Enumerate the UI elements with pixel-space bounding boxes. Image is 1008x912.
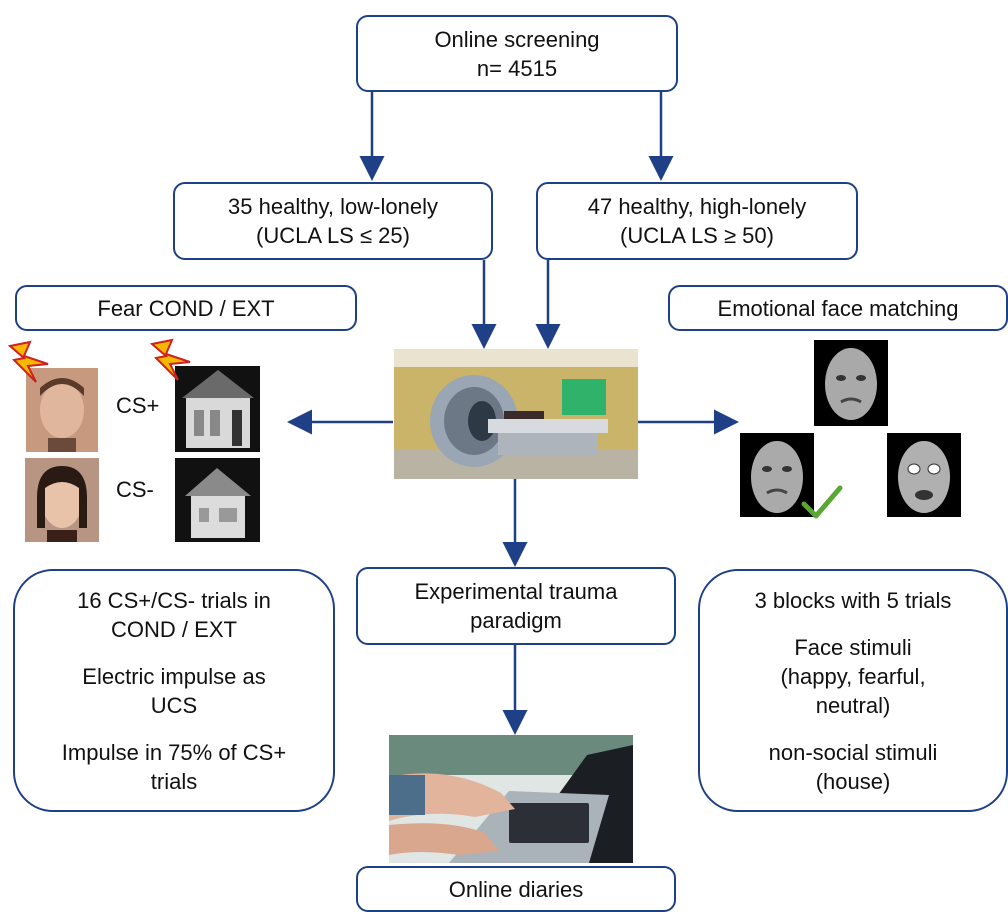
online-diaries-box: Online diaries (356, 866, 676, 912)
high-lonely-count: 47 healthy, high-lonely (587, 194, 807, 219)
distractor-face-image (887, 433, 961, 517)
trauma-paradigm-box: Experimental trauma paradigm (356, 567, 676, 645)
face-details-stimuli-line2: (happy, fearful, (780, 663, 926, 689)
face-details-box: 3 blocks with 5 trials Face stimuli (hap… (698, 569, 1008, 812)
lightning-icon (150, 338, 191, 381)
face-details-stimuli-line3: neutral) (815, 692, 891, 718)
fear-details-impulse-line1: Impulse in 75% of CS+ (61, 739, 287, 765)
lightning-icon (8, 340, 49, 383)
fear-cond-box: Fear COND / EXT (15, 285, 357, 331)
mri-scanner-image (394, 349, 638, 479)
online-screening-title: Online screening (434, 26, 600, 52)
trauma-paradigm-line2: paradigm (470, 608, 562, 633)
high-lonely-box: 47 healthy, high-lonely (UCLA LS ≥ 50) (536, 182, 858, 260)
fear-details-box: 16 CS+/CS- trials in COND / EXT Electric… (13, 569, 335, 812)
face-details-stimuli-line1: Face stimuli (794, 634, 912, 660)
high-lonely-criterion: (UCLA LS ≥ 50) (620, 223, 774, 248)
face-details-nonsocial-line2: (house) (815, 768, 891, 794)
online-diaries-label: Online diaries (448, 876, 584, 902)
face-details-blocks: 3 blocks with 5 trials (754, 587, 952, 613)
online-screening-n: n= 4515 (476, 55, 558, 81)
fear-details-ucs-line1: Electric impulse as (82, 663, 266, 689)
target-face-image (814, 340, 888, 426)
face-matching-label: Emotional face matching (717, 295, 959, 321)
face-details-nonsocial-line1: non-social stimuli (768, 739, 938, 765)
face-matching-box: Emotional face matching (668, 285, 1008, 331)
trauma-paradigm-line1: Experimental trauma (414, 579, 618, 604)
matching-face-image (740, 433, 814, 517)
fear-details-trials-line2: COND / EXT (111, 616, 237, 642)
cs-plus-label: CS+ (116, 393, 160, 418)
low-lonely-criterion: (UCLA LS ≤ 25) (256, 223, 410, 248)
low-lonely-box: 35 healthy, low-lonely (UCLA LS ≤ 25) (173, 182, 493, 260)
fear-details-trials-line1: 16 CS+/CS- trials in (77, 587, 271, 613)
low-lonely-count: 35 healthy, low-lonely (228, 194, 438, 219)
cs-minus-house-image (175, 458, 260, 542)
fear-details-ucs-line2: UCS (150, 692, 198, 718)
online-screening-box: Online screening n= 4515 (356, 15, 678, 92)
cs-minus-face-image (25, 458, 99, 542)
laptop-typing-image (389, 735, 633, 863)
cs-plus-face-image (8, 340, 98, 452)
fear-cond-label: Fear COND / EXT (97, 295, 275, 321)
fear-details-impulse-line2: trials (150, 768, 198, 794)
checkmark-icon (801, 485, 843, 519)
cs-minus-label: CS- (116, 477, 154, 502)
cs-plus-house-image (150, 338, 260, 452)
